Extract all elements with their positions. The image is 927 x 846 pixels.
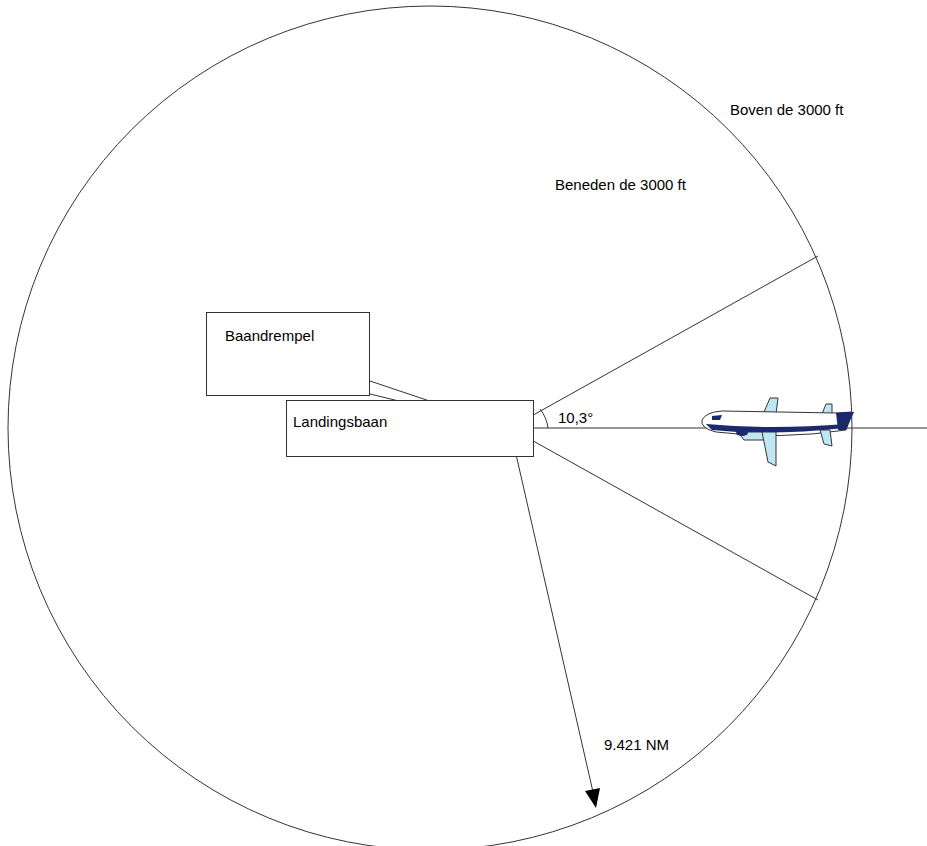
annotation-label: 10,3° (556, 409, 595, 427)
text-box: Landingsbaan (286, 400, 534, 457)
text-box: Baandrempel (206, 312, 370, 396)
sector-line (510, 256, 818, 428)
annotation-label: Boven de 3000 ft (728, 101, 845, 119)
box-label: Landingsbaan (293, 413, 387, 430)
radius-arrow (510, 428, 593, 792)
range-circle (8, 6, 852, 846)
angle-arc (540, 409, 548, 428)
annotation-label: 9.421 NM (602, 736, 671, 754)
sector-line (510, 428, 818, 600)
box-label: Baandrempel (225, 327, 314, 344)
arrowhead (585, 788, 600, 808)
annotation-label: Beneden de 3000 ft (553, 176, 688, 194)
airplane (702, 398, 854, 466)
